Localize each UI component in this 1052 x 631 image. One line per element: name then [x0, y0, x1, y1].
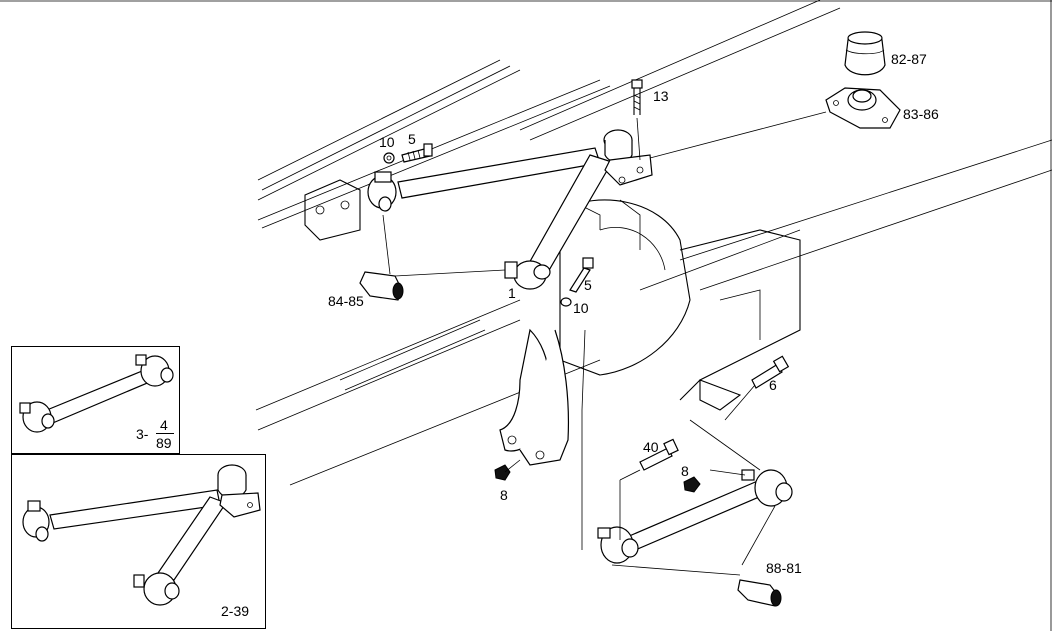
- hanger-bracket: [499, 328, 570, 466]
- inset-small-ref-prefix: 3-: [136, 426, 149, 442]
- bolt-13: [631, 79, 643, 161]
- inset-v-rod-drawing: [22, 464, 261, 606]
- bolt-5-upper: [383, 143, 433, 164]
- bushing-84-85: [359, 214, 506, 301]
- chassis-frame-rails: [255, 0, 1052, 486]
- callout-83-86: 83-86: [903, 106, 939, 122]
- bolt-6: [724, 355, 790, 421]
- inset-small-ref-numerator: 4: [160, 417, 168, 433]
- callout-8-left: 8: [500, 487, 508, 503]
- callout-13: 13: [653, 88, 669, 104]
- bolt-40: [639, 438, 679, 471]
- callout-40: 40: [643, 439, 659, 455]
- inset-small-fraction-bar: [156, 433, 174, 434]
- bushing-88-81: [737, 579, 782, 607]
- mount-plate-83-86: [649, 87, 901, 159]
- callout-5-center: 5: [584, 277, 592, 293]
- inset-single-rod: 3- 4 89: [11, 346, 180, 454]
- inset-small-ref-denominator: 89: [156, 435, 172, 451]
- callout-10-upper: 10: [379, 134, 395, 150]
- bolt-5-center: [560, 257, 594, 307]
- inset-large-ref: 2-39: [221, 603, 250, 619]
- nut-8-right: [683, 476, 701, 493]
- inset-single-rod-drawing: [19, 354, 174, 433]
- nut-8-left: [494, 459, 521, 481]
- callout-8-right: 8: [681, 463, 689, 479]
- callout-5-upper: 5: [408, 131, 416, 147]
- callout-6: 6: [769, 377, 777, 393]
- frame-bracket: [304, 179, 361, 241]
- lower-torque-rod: [581, 329, 793, 576]
- inset-v-rod: 2-39: [11, 454, 266, 629]
- callout-82-87: 82-87: [891, 51, 927, 67]
- callout-84-85: 84-85: [328, 293, 364, 309]
- axle-housing: [559, 199, 801, 411]
- callout-10-center: 10: [573, 300, 589, 316]
- bump-stop-82-87: [844, 31, 886, 76]
- callout-88-81: 88-81: [766, 560, 802, 576]
- v-torque-rod: [367, 129, 653, 290]
- callout-1: 1: [508, 285, 516, 301]
